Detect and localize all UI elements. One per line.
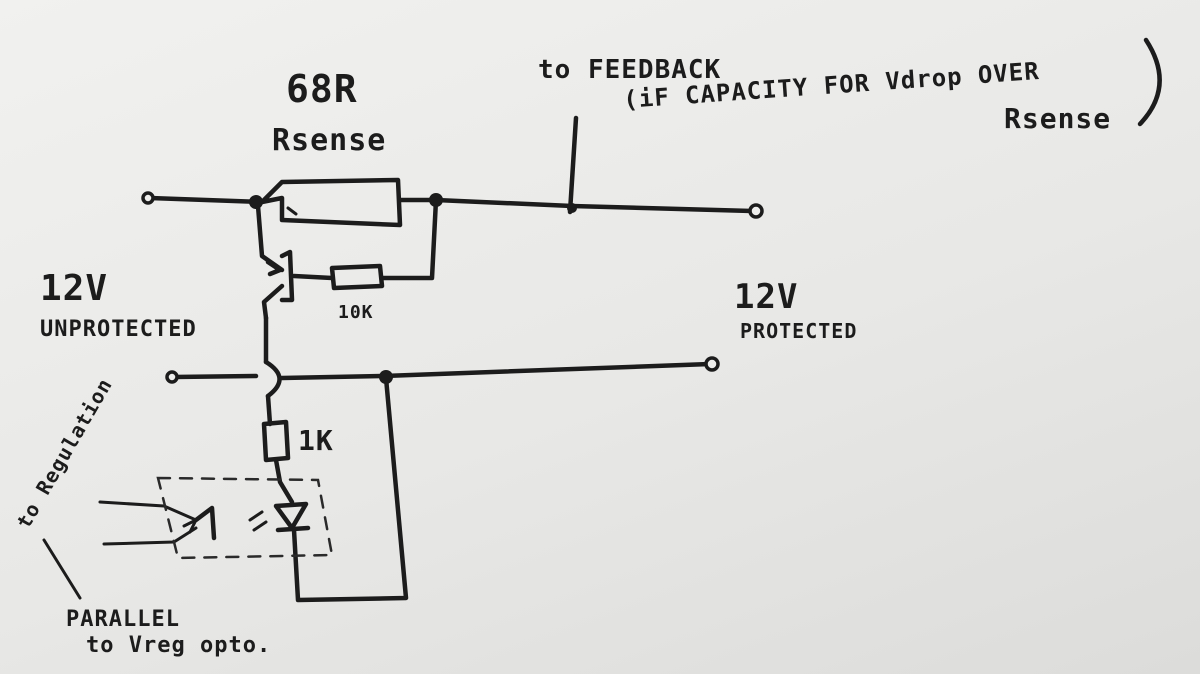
- bottom-rail-right: [279, 361, 713, 381]
- junction-dot-rsense-left: [249, 195, 263, 209]
- output-voltage-label: 12V: [734, 277, 798, 317]
- terminal-output-bottom: [704, 356, 720, 372]
- annotation-pointer: [42, 538, 82, 600]
- input-description-label: UNPROTECTED: [40, 317, 197, 342]
- opto-arrow: [182, 518, 198, 534]
- rsense-value-label: 68R: [286, 67, 358, 111]
- opto-transistor-body: [193, 505, 217, 541]
- opto-collector-lead: [98, 500, 198, 522]
- base-resistor-to-rail: [379, 197, 439, 281]
- junction-dot-bottom-rail: [379, 370, 393, 384]
- base-lead: [291, 273, 335, 281]
- rsense-resistor: [259, 177, 403, 228]
- to-regulation-label: to Regulation: [12, 374, 118, 533]
- feedback-label-line1: to FEEDBACK: [538, 55, 721, 85]
- collector-lead: [261, 283, 285, 321]
- input-voltage-label: 12V: [40, 268, 108, 309]
- led-resistor-lower-lead: [273, 457, 295, 505]
- emitter-arrow: [265, 259, 283, 277]
- led-emission-arrow-2: [252, 520, 268, 532]
- rsense-inner-line: [286, 206, 298, 216]
- junction-dot-feedback: [567, 203, 577, 213]
- transistor-base-bar: [279, 249, 295, 303]
- emitter-lead: [255, 203, 285, 273]
- opto-emitter-lead: [102, 526, 198, 546]
- opto-package-outline: [156, 476, 334, 560]
- output-description-label: PROTECTED: [740, 319, 857, 343]
- led-resistor: [261, 419, 291, 463]
- parallel-label-line2: to Vreg opto.: [86, 633, 271, 658]
- junction-dot-rsense-right: [429, 193, 443, 207]
- bottom-rail: [171, 373, 259, 380]
- feedback-tap-line: [567, 115, 579, 215]
- rsense-name-label: Rsense: [272, 123, 386, 158]
- led-resistor-lead: [265, 393, 273, 427]
- parallel-label-line1: PARALLEL: [66, 607, 180, 632]
- base-resistor: [329, 263, 385, 291]
- feedback-label-line3: Rsense: [1004, 102, 1111, 135]
- led-resistor-label: 1K: [298, 424, 334, 457]
- feedback-bracket: [1137, 37, 1162, 127]
- top-rail-right: [433, 197, 755, 214]
- led-emission-arrow-1: [248, 510, 264, 522]
- led-triangle: [273, 501, 309, 531]
- led-cathode-lead: [291, 375, 409, 603]
- terminal-input-bottom: [165, 370, 179, 384]
- wire-hop: [263, 359, 282, 399]
- base-resistor-label: 10K: [338, 302, 374, 323]
- top-rail-left: [147, 195, 265, 205]
- terminal-input: [141, 191, 155, 205]
- terminal-output-top: [748, 203, 764, 219]
